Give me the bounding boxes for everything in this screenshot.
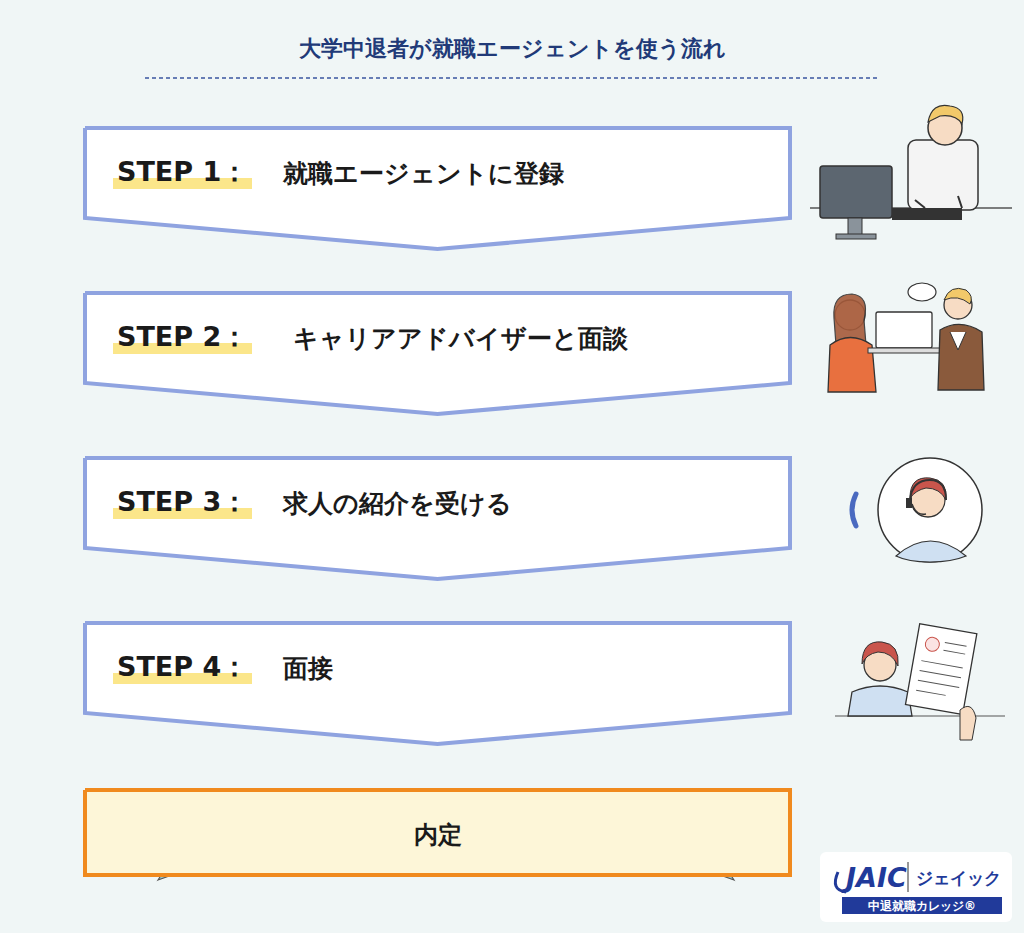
step-number: STEP 4： — [113, 649, 252, 687]
result-box: 内定 — [83, 788, 792, 877]
step-arrow-box: STEP 2： キャリアアドバイザーと面談 — [83, 291, 792, 417]
step-arrow-box: STEP 4： 面接 — [83, 621, 792, 747]
step-arrow-shape — [85, 623, 790, 744]
step-arrow-shape — [85, 293, 790, 414]
result-label: 内定 — [414, 819, 462, 851]
step-number: STEP 1： — [113, 154, 252, 192]
diagram-title: 大学中退者が就職エージェントを使う流れ — [0, 34, 1024, 64]
logo-tagline: 中退就職カレッジ® — [868, 898, 976, 915]
step-arrow-box: STEP 3： 求人の紹介を受ける — [83, 456, 792, 582]
step-label: 就職エージェントに登録 — [283, 157, 564, 190]
computer-person-illustration — [810, 105, 1012, 239]
logo-frame — [820, 852, 1012, 922]
support-operator-illustration — [852, 458, 982, 562]
step-number: STEP 2： — [113, 319, 252, 357]
title-rule — [145, 77, 880, 79]
step-label: キャリアアドバイザーと面談 — [293, 322, 628, 355]
step-arrow-box: STEP 1： 就職エージェントに登録 — [83, 126, 792, 252]
result-box-shape — [85, 790, 790, 875]
interview-illustration — [835, 624, 1005, 740]
step-number: STEP 3： — [113, 484, 252, 522]
step-arrow-shape — [85, 458, 790, 579]
step-arrow-shape — [85, 128, 790, 249]
logo-name: ジェイック — [916, 867, 1001, 890]
step-label: 求人の紹介を受ける — [283, 487, 512, 520]
step-label: 面接 — [283, 652, 333, 685]
logo-mark: JAIC — [846, 862, 907, 893]
meeting-illustration — [828, 283, 984, 392]
